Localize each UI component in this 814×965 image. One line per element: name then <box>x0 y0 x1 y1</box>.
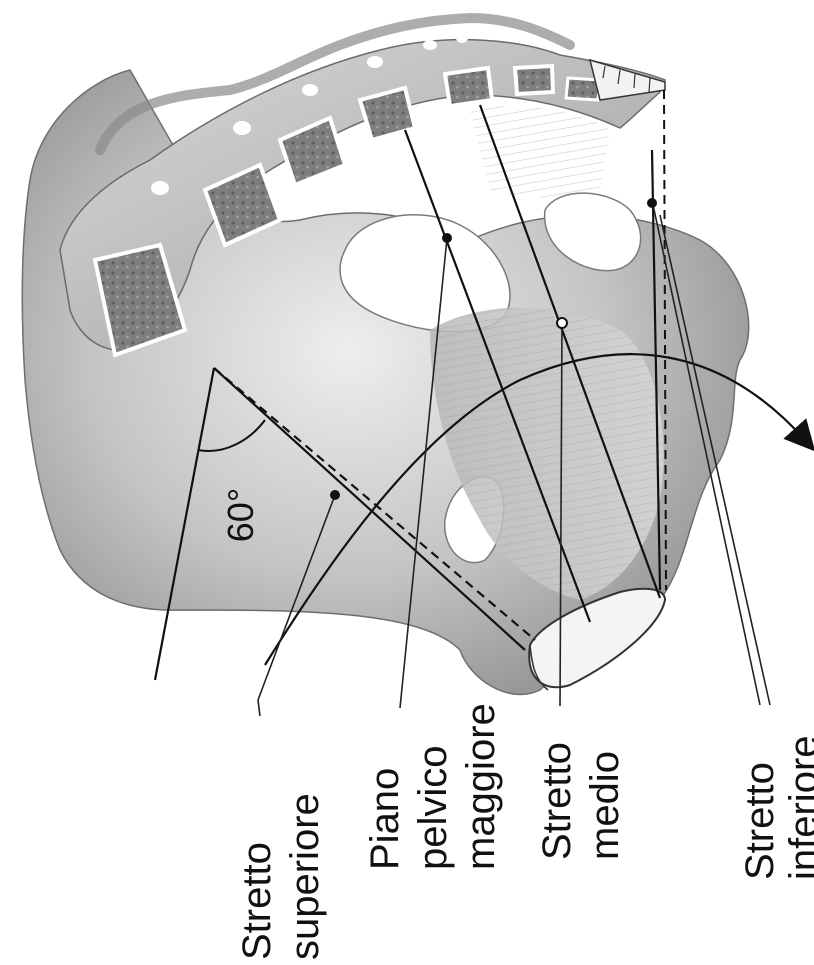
label-stretto-inferiore: Stretto inferiore <box>738 735 814 880</box>
vertebra-5 <box>445 68 492 106</box>
label-piano-line3: maggiore <box>459 703 503 870</box>
sacral-foramen-5 <box>423 40 437 50</box>
sacral-foramen-2 <box>233 121 251 135</box>
dot-stretto-superiore <box>330 490 340 500</box>
leader-stretto-superiore-2 <box>258 700 260 716</box>
sacral-foramen-1 <box>151 181 169 195</box>
label-stretto-superiore: Stretto superiore <box>235 793 327 960</box>
dot-stretto-inferiore <box>647 198 657 208</box>
label-piano-pelvico-maggiore: Piano pelvico maggiore <box>363 703 503 870</box>
vertebra-6 <box>515 66 553 94</box>
label-stretto-superiore-line2: superiore <box>283 793 327 960</box>
dot-piano-pelvico <box>442 233 452 243</box>
sacral-foramen-3 <box>302 84 318 96</box>
label-stretto-inferiore-line1: Stretto <box>738 762 782 880</box>
sacrospinous-fibers <box>470 106 610 197</box>
label-stretto-medio-line2: medio <box>583 751 627 860</box>
label-stretto-medio-line1: Stretto <box>535 742 579 860</box>
label-stretto-superiore-line1: Stretto <box>235 842 279 960</box>
angle-label: 60° <box>220 488 261 542</box>
label-stretto-medio: Stretto medio <box>535 742 627 860</box>
label-piano-line1: Piano <box>363 768 407 870</box>
label-piano-line2: pelvico <box>411 745 455 870</box>
sacral-foramen-4 <box>367 56 383 68</box>
dot-stretto-medio <box>557 318 567 328</box>
label-stretto-inferiore-line2: inferiore <box>782 735 814 880</box>
sacral-foramen-6 <box>456 33 468 43</box>
